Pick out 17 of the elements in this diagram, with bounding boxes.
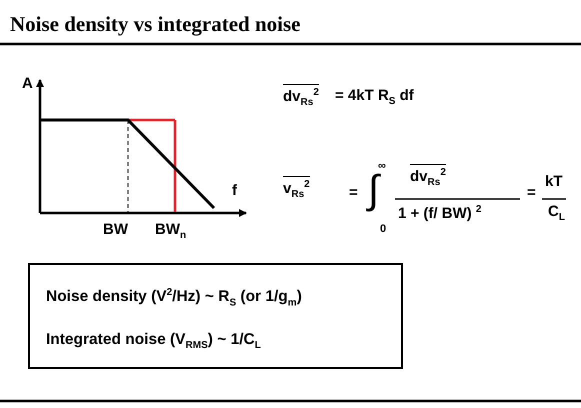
integral-limit: ∞ [378,160,386,172]
axis-label: BW [103,222,128,238]
equation-term: kT [545,174,563,190]
axis-label: BW$_{n}$ [155,222,186,241]
axis-label: f [232,183,237,200]
integral-sign: ∫ [368,168,379,212]
box-text: Noise density (V$^{2}$/Hz) ~ R$_{S}$ (or 1/g$_{m}$) [46,287,302,308]
box-text: Integrated noise (V$_{RMS}$) ~ 1/C$_{L}$ [46,331,261,352]
integral-limit: 0 [380,223,386,236]
equation-term: 1 + (f/ BW) $^{2}$ [398,204,482,222]
equation-term: C$_{L}$ [548,204,565,223]
text-box [28,263,403,369]
slide-title: Noise density vs integrated noise [10,12,300,37]
axis-label: A [22,76,33,92]
equation-text: = [349,185,358,202]
equation-text: = 4kT R$_{S}$ df [335,88,414,107]
equation-text: = [527,185,536,202]
